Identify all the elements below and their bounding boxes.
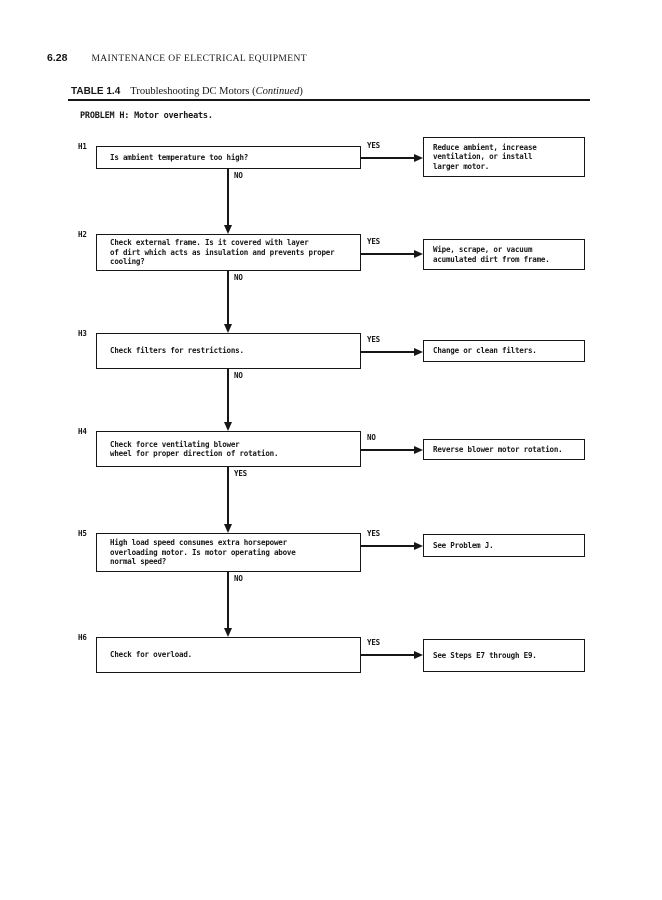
branch-arrowhead-h3 [414,348,423,356]
step-label-h2: H2 [78,230,87,239]
branch-label-h5: YES [367,529,380,538]
action-box-h6: See Steps E7 through E9. [423,639,585,672]
action-text-h2-line2: acumulated dirt from frame. [433,254,550,264]
action-box-h3: Change or clean filters. [423,340,585,362]
table-caption-continued: Continued [255,86,300,97]
down-label-h1: NO [234,171,243,180]
action-text-h5-line1: See Problem J. [433,540,494,550]
down-label-h5: NO [234,574,243,583]
question-text-h2-line2: of dirt which acts as insulation and pre… [110,247,335,257]
question-box-h2: Check external frame. Is it covered with… [96,234,361,271]
action-text-h1-line2: ventilation, or install [433,152,533,162]
action-box-h4: Reverse blower motor rotation. [423,439,585,460]
question-text-h4-line2: wheel for proper direction of rotation. [110,449,279,458]
table-caption: TABLE 1.4 Troubleshooting DC Motors (Cont… [71,79,303,98]
action-text-h2-line1: Wipe, scrape, or vacuum [433,245,533,254]
down-label-h2: NO [234,273,243,282]
table-rule [68,99,590,101]
table-caption-title-text: Troubleshooting DC Motors ( [130,86,256,97]
branch-arrow-line-h4 [361,449,415,451]
down-line-h1 [227,169,229,226]
down-arrowhead-h3 [224,422,232,431]
down-line-h2 [227,271,229,325]
branch-label-h4: NO [367,433,376,442]
question-text-h2-line3: cooling? [110,257,145,267]
question-text-h1-line1: Is ambient temperature too high? [110,152,249,162]
down-arrowhead-h4 [224,524,232,533]
page-header: 6.28 MAINTENANCE OF ELECTRICAL EQUIPMENT [47,46,307,65]
step-label-h3: H3 [78,329,87,338]
question-box-h1: Is ambient temperature too high? [96,146,361,169]
branch-arrow-line-h5 [361,545,415,547]
branch-arrow-line-h2 [361,253,415,255]
down-line-h3 [227,369,229,423]
table-caption-label: TABLE 1.4 [71,86,121,97]
question-text-h5-line2: overloading motor. Is motor operating ab… [110,547,296,557]
running-title: MAINTENANCE OF ELECTRICAL EQUIPMENT [91,54,307,64]
question-box-h3: Check filters for restrictions. [96,333,361,369]
down-line-h4 [227,467,229,525]
down-label-h4: YES [234,469,247,478]
action-text-h4-line1: Reverse blower motor rotation. [433,444,563,454]
question-box-h5: High load speed consumes extra horsepowe… [96,533,361,572]
problem-title: PROBLEM H: Motor overheats. [80,111,213,121]
question-text-h3-line1: Check filters for restrictions. [110,346,244,356]
page-number: 6.28 [47,52,68,64]
question-text-h5-line1: High load speed consumes extra horsepowe… [110,538,287,548]
step-label-h6: H6 [78,633,87,642]
action-text-h3-line1: Change or clean filters. [433,346,537,356]
branch-arrowhead-h4 [414,446,423,454]
branch-arrow-line-h1 [361,157,415,159]
question-text-h6-line1: Check for overload. [110,650,192,660]
table-caption-title-close: ) [299,86,303,97]
table-caption-title: Troubleshooting DC Motors (Continued) [130,86,303,97]
question-box-h6: Check for overload. [96,637,361,673]
branch-arrowhead-h5 [414,542,423,550]
action-text-h6-line1: See Steps E7 through E9. [433,650,537,660]
down-arrowhead-h1 [224,225,232,234]
down-line-h5 [227,572,229,629]
step-label-h4: H4 [78,427,87,436]
question-text-h2-line1: Check external frame. Is it covered with… [110,238,309,248]
down-label-h3: NO [234,371,243,380]
question-text-h4-line1: Check force ventilating blower [110,439,240,449]
branch-arrow-line-h3 [361,351,415,353]
step-label-h1: H1 [78,142,87,151]
question-text-h5-line3: normal speed? [110,557,167,567]
branch-label-h2: YES [367,237,380,246]
step-label-h5: H5 [78,529,87,538]
down-arrowhead-h2 [224,324,232,333]
branch-label-h1: YES [367,141,380,150]
branch-arrowhead-h2 [414,250,423,258]
action-text-h1-line1: Reduce ambient, increase [433,142,537,152]
branch-arrowhead-h1 [414,154,423,162]
branch-label-h3: YES [367,335,380,344]
action-text-h1-line3: larger motor. [433,161,490,171]
branch-label-h6: YES [367,638,380,647]
branch-arrow-line-h6 [361,654,415,656]
action-box-h5: See Problem J. [423,534,585,557]
branch-arrowhead-h6 [414,651,423,659]
down-arrowhead-h5 [224,628,232,637]
